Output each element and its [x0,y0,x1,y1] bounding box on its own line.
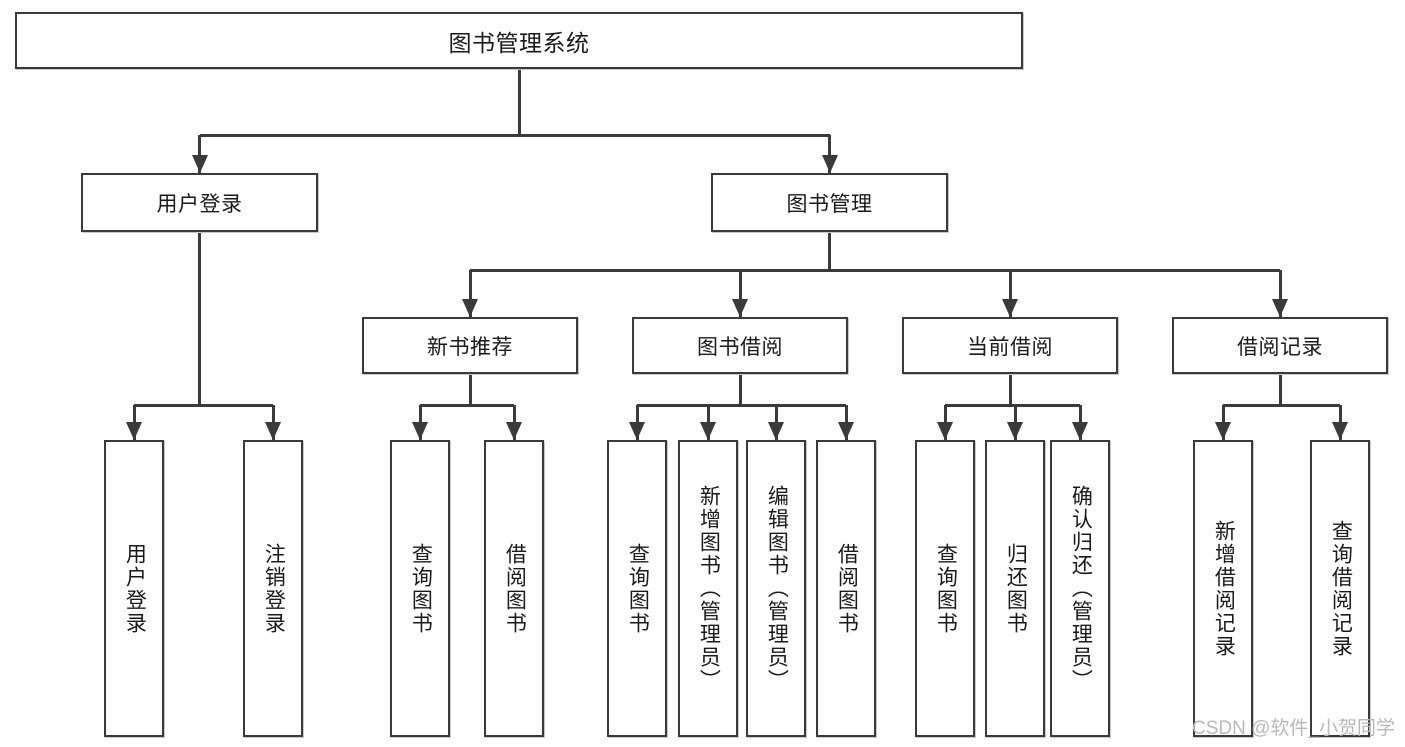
arrowhead-leaf-query-book-1 [412,422,428,440]
node-label: 查询图书 [626,542,650,635]
node-label: 新增图书（管理员） [697,485,721,692]
node-leaf-add-book[interactable]: 新增图书（管理员） [678,440,738,737]
connector-to-current-borrow [1008,270,1012,317]
arrowhead-leaf-borrow-book-2 [838,422,854,440]
connector-current-borrow-bus [945,403,1080,407]
node-leaf-query-record[interactable]: 查询借阅记录 [1310,440,1370,737]
node-leaf-add-record[interactable]: 新增借阅记录 [1193,440,1253,737]
arrowhead-leaf-query-book-3 [937,422,953,440]
arrowhead-new-book-rec [462,299,478,317]
connector-to-new-book-rec [468,270,472,317]
arrowhead-borrow-record [1272,299,1288,317]
arrowhead-leaf-edit-book [768,422,784,440]
connector-new-book-rec-bus [420,403,514,407]
node-label: 借阅图书 [503,542,527,635]
connector-to-book-borrow [738,270,742,317]
node-label: 确认归还（管理员） [1069,485,1093,692]
node-label: 图书管理系统 [448,29,590,56]
connector-root-stem [517,69,521,135]
node-label: 用户登录 [123,542,147,635]
node-label: 新增借阅记录 [1212,519,1236,658]
arrowhead-book-manage [821,155,838,173]
arrowhead-leaf-query-record [1332,422,1348,440]
connector-to-borrow-record [1278,270,1282,317]
connector-book-manage-stem [828,232,831,270]
node-leaf-logout[interactable]: 注销登录 [243,440,303,737]
node-label: 查询图书 [409,542,433,635]
node-label: 图书管理 [786,192,873,216]
node-label: 查询图书 [934,542,958,635]
arrowhead-leaf-user-login [126,422,142,440]
node-label: 新书推荐 [427,335,513,359]
node-user-login[interactable]: 用户登录 [81,173,318,232]
node-label: 借阅图书 [835,542,859,635]
node-label: 借阅记录 [1237,335,1323,359]
node-book-manage[interactable]: 图书管理 [711,173,948,232]
connector-book-manage-bus [470,268,1280,272]
node-label: 编辑图书（管理员） [765,485,789,692]
node-label: 查询借阅记录 [1329,519,1353,658]
connector-book-borrow-stem [738,374,742,405]
arrowhead-leaf-query-book-2 [629,422,645,440]
node-current-borrow[interactable]: 当前借阅 [902,317,1118,374]
node-root-图书管理系统[interactable]: 图书管理系统 [15,12,1023,69]
node-label: 归还图书 [1004,542,1028,635]
connector-borrow-record-bus [1223,403,1340,407]
arrowhead-leaf-return-book [1007,422,1023,440]
node-leaf-borrow-book-2[interactable]: 借阅图书 [816,440,876,737]
node-leaf-query-book-1[interactable]: 查询图书 [390,440,450,737]
csdn-watermark: CSDN @软件_小贺同学 [1192,718,1395,739]
connector-to-user-login [198,135,201,173]
node-label: 图书借阅 [697,335,783,359]
node-leaf-query-book-2[interactable]: 查询图书 [607,440,667,737]
node-label: 注销登录 [262,542,286,635]
arrowhead-user-login [191,155,208,173]
connector-to-book-manage [828,135,831,173]
arrowhead-book-borrow [732,299,748,317]
node-leaf-user-login[interactable]: 用户登录 [104,440,164,737]
node-new-book-rec[interactable]: 新书推荐 [362,317,578,374]
node-book-borrow[interactable]: 图书借阅 [632,317,848,374]
node-leaf-confirm-return[interactable]: 确认归还（管理员） [1050,440,1110,737]
connector-user-login-bus [134,403,273,407]
node-borrow-record[interactable]: 借阅记录 [1172,317,1388,374]
node-label: 当前借阅 [967,335,1053,359]
node-leaf-query-book-3[interactable]: 查询图书 [915,440,975,737]
node-leaf-borrow-book-1[interactable]: 借阅图书 [484,440,544,737]
node-leaf-return-book[interactable]: 归还图书 [985,440,1045,737]
connector-book-borrow-bus [637,403,846,407]
connector-borrow-record-stem [1278,374,1282,405]
node-label: 用户登录 [156,192,243,216]
arrowhead-leaf-add-record [1215,422,1231,440]
connector-new-book-rec-stem [468,374,472,405]
connector-current-borrow-stem [1008,374,1012,405]
arrowhead-leaf-add-book [700,422,716,440]
arrowhead-current-borrow [1002,299,1018,317]
connector-root-bus [199,133,830,137]
connector-user-login-stem [198,232,201,405]
node-leaf-edit-book[interactable]: 编辑图书（管理员） [746,440,806,737]
arrowhead-leaf-borrow-book-1 [506,422,522,440]
arrowhead-leaf-logout [265,422,281,440]
arrowhead-leaf-confirm-return [1072,422,1088,440]
